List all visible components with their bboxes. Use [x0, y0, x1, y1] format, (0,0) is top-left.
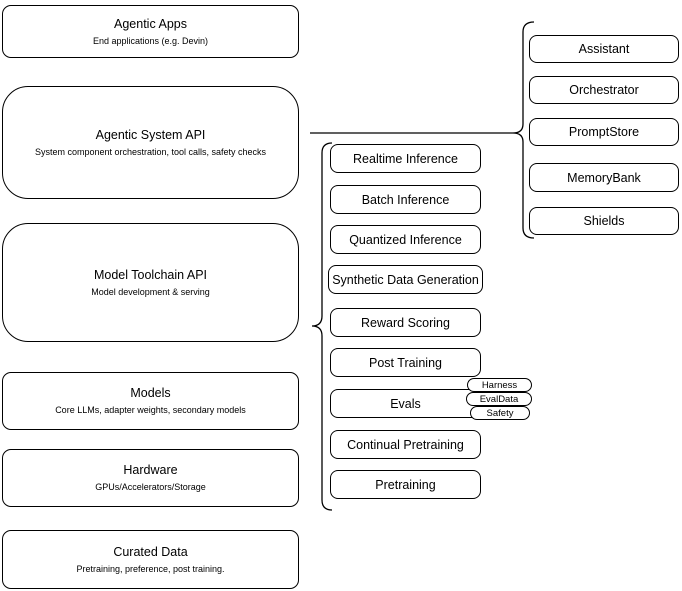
node-subtitle: Core LLMs, adapter weights, secondary mo…: [55, 405, 246, 415]
node-realtime-inference: Realtime Inference: [330, 144, 481, 173]
tag-harness: Harness: [467, 378, 532, 392]
node-memorybank: MemoryBank: [529, 163, 679, 192]
node-assistant: Assistant: [529, 35, 679, 63]
node-label: MemoryBank: [567, 170, 641, 185]
node-label: Realtime Inference: [353, 151, 458, 166]
node-subtitle: System component orchestration, tool cal…: [34, 146, 267, 157]
node-label: Reward Scoring: [361, 315, 450, 330]
node-label: Evals: [390, 396, 421, 411]
node-models: Models Core LLMs, adapter weights, secon…: [2, 372, 299, 430]
node-label: Synthetic Data Generation: [332, 272, 479, 287]
node-quantized-inference: Quantized Inference: [330, 225, 481, 254]
node-batch-inference: Batch Inference: [330, 185, 481, 214]
node-orchestrator: Orchestrator: [529, 76, 679, 104]
node-label: Continual Pretraining: [347, 437, 464, 452]
node-agentic-apps: Agentic Apps End applications (e.g. Devi…: [2, 5, 299, 58]
node-label: Assistant: [578, 42, 630, 56]
node-model-toolchain-api: Model Toolchain API Model development & …: [2, 223, 299, 342]
tag-evaldata: EvalData: [466, 392, 532, 406]
node-label: PromptStore: [568, 125, 640, 139]
node-synthetic-data-generation: Synthetic Data Generation: [328, 265, 483, 294]
system-components-brace: [512, 21, 535, 239]
node-title: Agentic System API: [95, 127, 206, 142]
node-title: Hardware: [123, 463, 178, 477]
node-label: Quantized Inference: [349, 232, 462, 247]
node-title: Agentic Apps: [114, 16, 187, 31]
node-promptstore: PromptStore: [529, 118, 679, 146]
tag-label: Safety: [486, 407, 514, 419]
toolchain-brace: [311, 142, 333, 511]
node-title: Model Toolchain API: [93, 267, 208, 282]
node-subtitle: End applications (e.g. Devin): [92, 35, 209, 46]
node-curated-data: Curated Data Pretraining, preference, po…: [2, 530, 299, 589]
node-evals: Evals: [330, 389, 481, 418]
tag-safety: Safety: [470, 406, 530, 420]
node-post-training: Post Training: [330, 348, 481, 377]
node-subtitle: Pretraining, preference, post training.: [76, 563, 225, 574]
node-title: Curated Data: [113, 544, 188, 559]
node-continual-pretraining: Continual Pretraining: [330, 430, 481, 459]
tag-label: Harness: [481, 379, 518, 391]
tag-label: EvalData: [479, 393, 519, 405]
node-label: Batch Inference: [361, 192, 450, 207]
node-subtitle: GPUs/Accelerators/Storage: [95, 482, 206, 492]
node-label: Shields: [583, 214, 625, 228]
node-agentic-system-api: Agentic System API System component orch…: [2, 86, 299, 199]
node-pretraining: Pretraining: [330, 470, 481, 499]
node-subtitle: Model development & serving: [91, 286, 210, 297]
node-hardware: Hardware GPUs/Accelerators/Storage: [2, 449, 299, 507]
node-label: Pretraining: [375, 477, 436, 492]
node-reward-scoring: Reward Scoring: [330, 308, 481, 337]
node-shields: Shields: [529, 207, 679, 235]
node-label: Orchestrator: [569, 83, 639, 97]
node-title: Models: [130, 386, 171, 400]
node-label: Post Training: [369, 355, 442, 370]
